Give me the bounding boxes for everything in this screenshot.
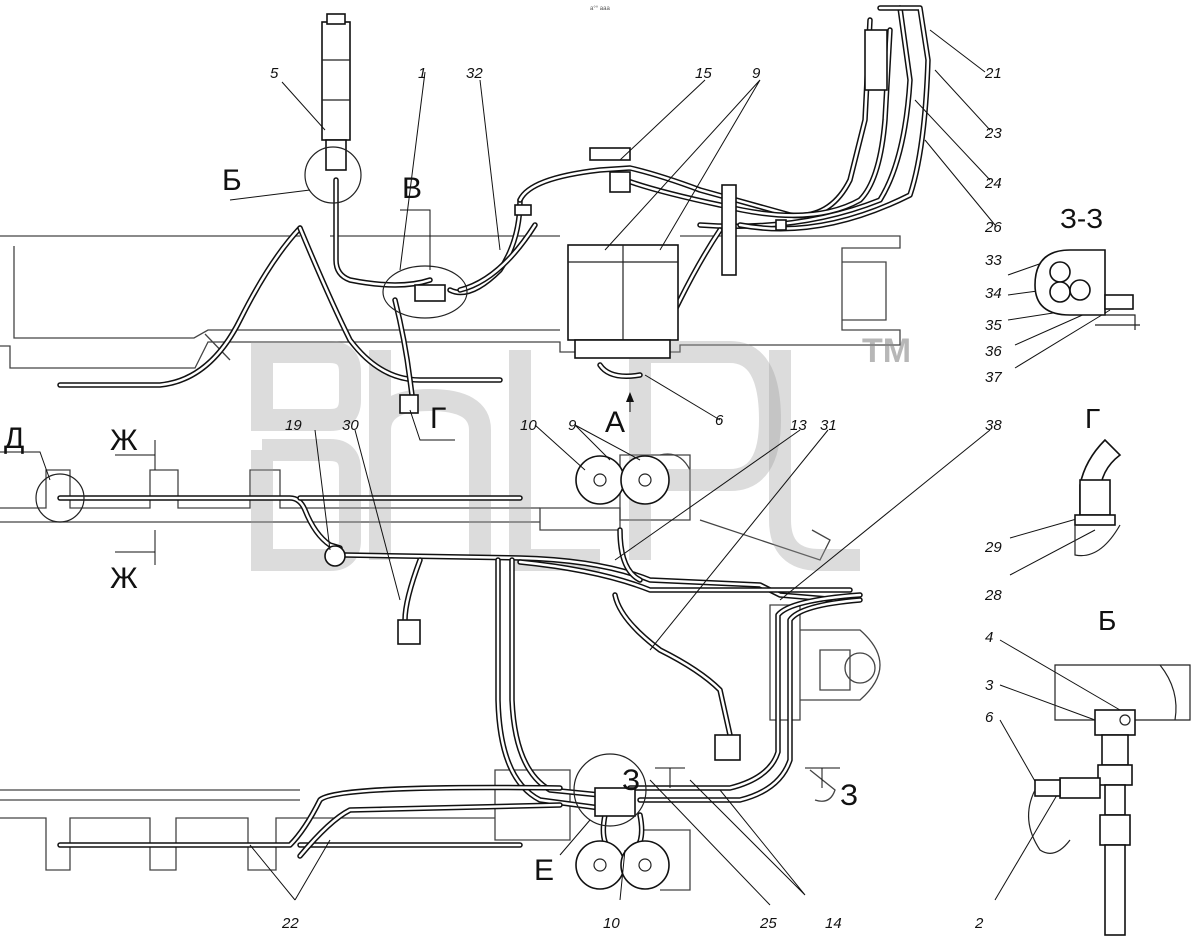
marker-b-main: Б: [222, 164, 242, 197]
marker-e: Е: [534, 854, 554, 887]
callout-26: 26: [984, 219, 1002, 236]
upper-frame-beam: [0, 235, 901, 369]
callout-4: 4: [985, 629, 993, 646]
callout-labels: 1 2 3 4 5 6 6 9 9 10 10 13 14 15 19 21 2…: [270, 65, 1002, 932]
callout-19: 19: [285, 417, 302, 434]
marker-a: А: [605, 406, 625, 439]
callout-15: 15: [695, 65, 712, 82]
tee-fittings: [414, 29, 888, 302]
callout-32: 32: [466, 65, 483, 82]
callout-28: 28: [984, 587, 1002, 604]
callout-36: 36: [985, 343, 1002, 360]
callout-3: 3: [985, 677, 994, 694]
lower-components: [324, 394, 741, 817]
callout-31: 31: [820, 417, 837, 434]
marker-zh-top: Ж: [110, 424, 138, 457]
hoses-upper: [57, 5, 931, 398]
marker-v: В: [402, 172, 422, 205]
marker-g-main: Г: [430, 402, 446, 435]
callout-9-filter: 9: [568, 417, 577, 434]
callout-24: 24: [984, 175, 1002, 192]
callout-30: 30: [342, 417, 359, 434]
leader-lines: [0, 29, 1121, 906]
section-title-b: Б: [1098, 605, 1116, 636]
hoses-lower: [57, 495, 863, 859]
callout-37: 37: [985, 369, 1002, 386]
callout-38: 38: [985, 417, 1002, 434]
callout-10-upper: 10: [520, 417, 537, 434]
callout-35: 35: [985, 317, 1002, 334]
callout-25: 25: [759, 915, 777, 932]
marker-z-left: З: [622, 764, 640, 797]
filters-lower: [575, 840, 670, 890]
callout-23: 23: [984, 125, 1002, 142]
section-title-g: Г: [1085, 403, 1100, 434]
header-note: а°° ааа: [590, 6, 610, 12]
callout-6-upper: 6: [715, 412, 724, 429]
callout-22: 22: [281, 915, 299, 932]
section-title-z-z: З-З: [1060, 203, 1103, 234]
cylinder-component: [321, 13, 351, 171]
section-b-view: [1027, 664, 1191, 936]
filters-upper: [575, 455, 670, 505]
callout-1: 1: [418, 65, 426, 82]
callout-34: 34: [985, 285, 1002, 302]
callout-13: 13: [790, 417, 807, 434]
callout-6-detail-b: 6: [985, 709, 994, 726]
callout-14: 14: [825, 915, 842, 932]
marker-d: Д: [4, 422, 24, 455]
callout-2: 2: [974, 915, 984, 932]
section-titles: З-З Г Б: [1060, 203, 1116, 636]
section-z-z-view: [1034, 249, 1140, 330]
callout-10-lower: 10: [603, 915, 620, 932]
callout-33: 33: [985, 252, 1002, 269]
marker-z-right: З: [840, 779, 858, 812]
callout-5: 5: [270, 65, 279, 82]
section-cut-marks: [115, 392, 840, 788]
distributor-block: [567, 244, 679, 359]
detail-circles: [35, 146, 647, 827]
marker-zh-bottom: Ж: [110, 562, 138, 595]
callout-29: 29: [984, 539, 1002, 556]
callout-21: 21: [984, 65, 1002, 82]
detail-markers: Б В Г Д Ж Ж А З З Е: [4, 164, 858, 887]
section-g-view: [1074, 438, 1122, 557]
trademark-label: TM: [862, 332, 911, 370]
callout-9-upper: 9: [752, 65, 761, 82]
